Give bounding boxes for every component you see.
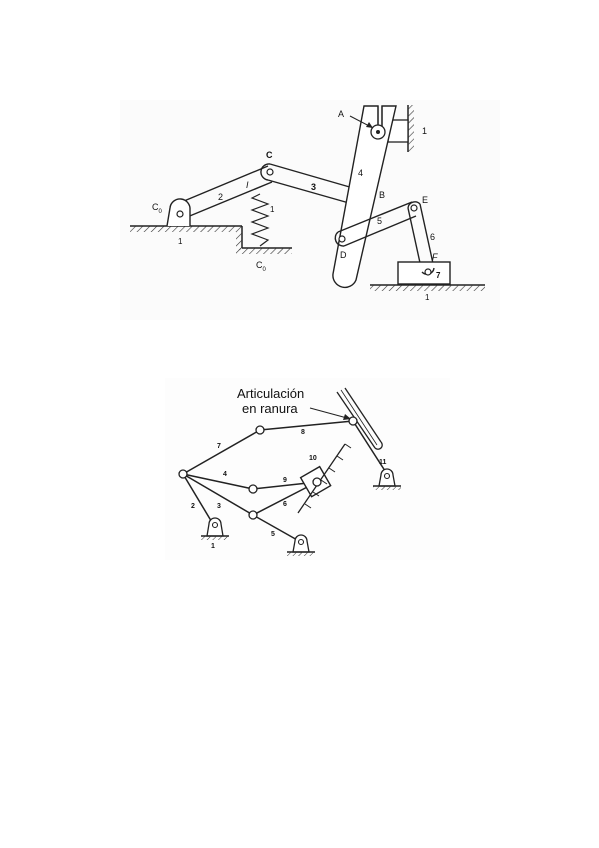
label-11: 11: [379, 459, 387, 466]
label-c: C: [266, 150, 273, 160]
label-e: E: [422, 195, 428, 205]
label-c0: C0: [152, 202, 163, 215]
label-link-7: 7: [436, 271, 441, 280]
spring: [250, 193, 270, 247]
ground-pivot-5: [287, 534, 315, 556]
ground-pivot-11: [373, 468, 401, 490]
label-link-4: 4: [358, 168, 363, 178]
caption-arrow: [309, 407, 351, 420]
link-4: [332, 105, 397, 289]
a-pointer-arrow: [349, 115, 374, 129]
slider-7: [397, 261, 451, 285]
label-link-3: 3: [311, 182, 316, 192]
label-9: 9: [283, 477, 287, 484]
mechanism-figure-2: Articulación en ranura: [165, 378, 450, 560]
label-b: B: [379, 190, 385, 200]
joints: [178, 416, 358, 520]
label-link-6: 6: [430, 232, 435, 242]
label-link-2: 2: [218, 192, 223, 202]
ground-wall-right: [387, 105, 414, 152]
label-8: 8: [301, 429, 305, 436]
ground-pivot-1: [201, 517, 229, 540]
label-6: 6: [283, 501, 287, 508]
link-5: [334, 201, 417, 247]
label-3: 3: [217, 503, 221, 510]
label-ground-bottom-right: 1: [425, 293, 430, 302]
label-i: I: [246, 180, 249, 190]
caption-line-1: Articulación: [237, 386, 304, 401]
label-f: F: [432, 252, 438, 262]
caption-line-2: en ranura: [242, 401, 298, 416]
label-a: A: [338, 109, 344, 119]
label-d: D: [340, 250, 347, 260]
ground-bottom-right: [370, 284, 485, 291]
label-ground-top-right: 1: [422, 126, 427, 136]
slider-block-10: [297, 443, 352, 514]
mechanism-figure-2-drawing: Articulación en ranura: [178, 386, 401, 556]
label-4: 4: [223, 471, 227, 478]
mechanism-figure-1-drawing: A 1 C 4 3 B 2 I 1 C0 1 C0 E 5 6 D F 7 1: [130, 105, 485, 302]
label-spring-num: 1: [270, 205, 275, 214]
label-c0-bottom: C0: [256, 260, 267, 273]
mechanism-figure-1: A 1 C 4 3 B 2 I 1 C0 1 C0 E 5 6 D F 7 1: [120, 100, 500, 320]
label-7: 7: [217, 443, 221, 450]
label-10: 10: [309, 455, 317, 462]
label-2: 2: [191, 503, 195, 510]
label-1: 1: [211, 543, 215, 550]
pivot-c0-support: [166, 198, 191, 227]
label-5: 5: [271, 531, 275, 538]
label-link-5: 5: [377, 216, 382, 226]
label-ground-left: 1: [178, 237, 183, 246]
